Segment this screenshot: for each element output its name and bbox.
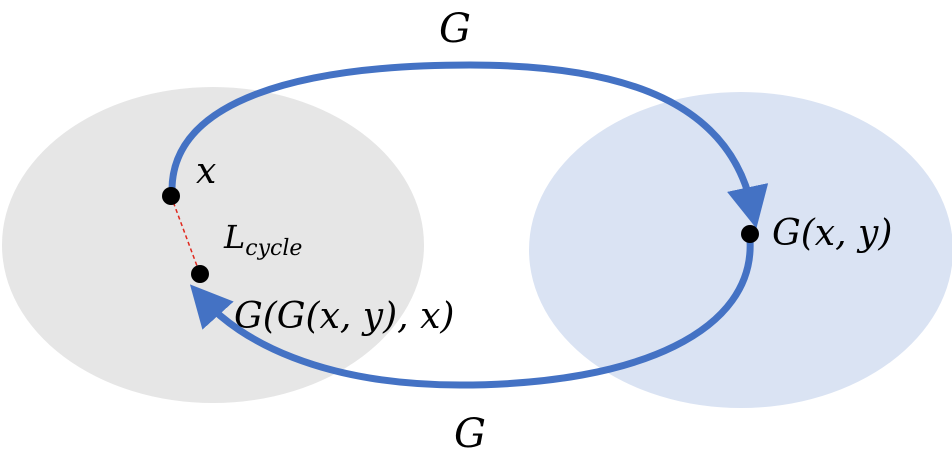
bottom-mapping-arrow — [189, 236, 754, 389]
cycle-loss-label: Lcycle — [223, 218, 302, 261]
top-arrow-label: G — [439, 6, 471, 52]
left-domain-ellipse — [2, 87, 424, 403]
point-x — [162, 187, 180, 205]
point-gxy — [741, 225, 759, 243]
top-mapping-arrow — [168, 61, 769, 229]
cycle-loss-label-main: L — [223, 218, 245, 256]
point-reconstructed — [191, 265, 209, 283]
point-gxy-label: G(x, y) — [772, 213, 892, 254]
right-domain-ellipse — [529, 92, 952, 408]
point-x-label: x — [196, 151, 216, 192]
bottom-arrow-label: G — [454, 411, 486, 457]
point-reconstructed-label: G(G(x, y), x) — [234, 296, 454, 337]
cycle-loss-label-sub: cycle — [245, 236, 302, 261]
